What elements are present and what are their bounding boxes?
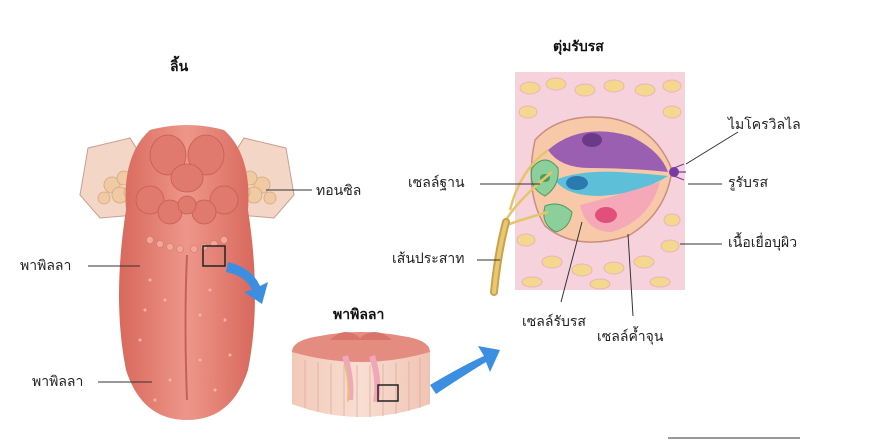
- label-supporting-cell: เซลล์ค้ำจุน: [597, 329, 664, 345]
- microvilli-leader: [685, 131, 739, 165]
- tongue-illustration: [79, 125, 295, 420]
- label-basal-cell: เซลล์ฐาน: [408, 175, 465, 191]
- papilla-callout-box: [377, 384, 399, 402]
- label-microvilli: ไมโครวิลไล: [728, 117, 801, 133]
- label-epithelium: เนื้อเยื่อบุผิว: [728, 235, 798, 251]
- title-papilla: พาพิลลา: [333, 307, 385, 323]
- zoom-arrow-2: [430, 346, 500, 394]
- label-taste-pore: รูรับรส: [728, 175, 768, 191]
- label-papilla-upper: พาพิลลา: [20, 258, 72, 274]
- tongue-callout-box: [202, 245, 226, 267]
- label-gustatory-cell: เซลล์รับรส: [522, 314, 586, 330]
- purple-cell: [548, 131, 668, 172]
- title-taste-bud: ตุ่มรับรส: [553, 39, 604, 55]
- zoom-arrow-1: [226, 262, 268, 304]
- tongue-midline: [184, 254, 188, 401]
- taste-bud-illustration: [490, 72, 686, 296]
- title-tongue: ลิ้น: [170, 59, 189, 75]
- papilla-block: [292, 331, 430, 417]
- supporting-cell-leader: [627, 233, 634, 317]
- label-nerve: เส้นประสาท: [392, 251, 465, 267]
- label-tonsil: ทอนซิล: [316, 183, 362, 199]
- green-cell-bottom: [543, 203, 573, 233]
- gustatory-cell-leader: [560, 221, 583, 303]
- papilla-block-top: [292, 332, 430, 362]
- label-papilla-lower: พาพิลลา: [32, 374, 84, 390]
